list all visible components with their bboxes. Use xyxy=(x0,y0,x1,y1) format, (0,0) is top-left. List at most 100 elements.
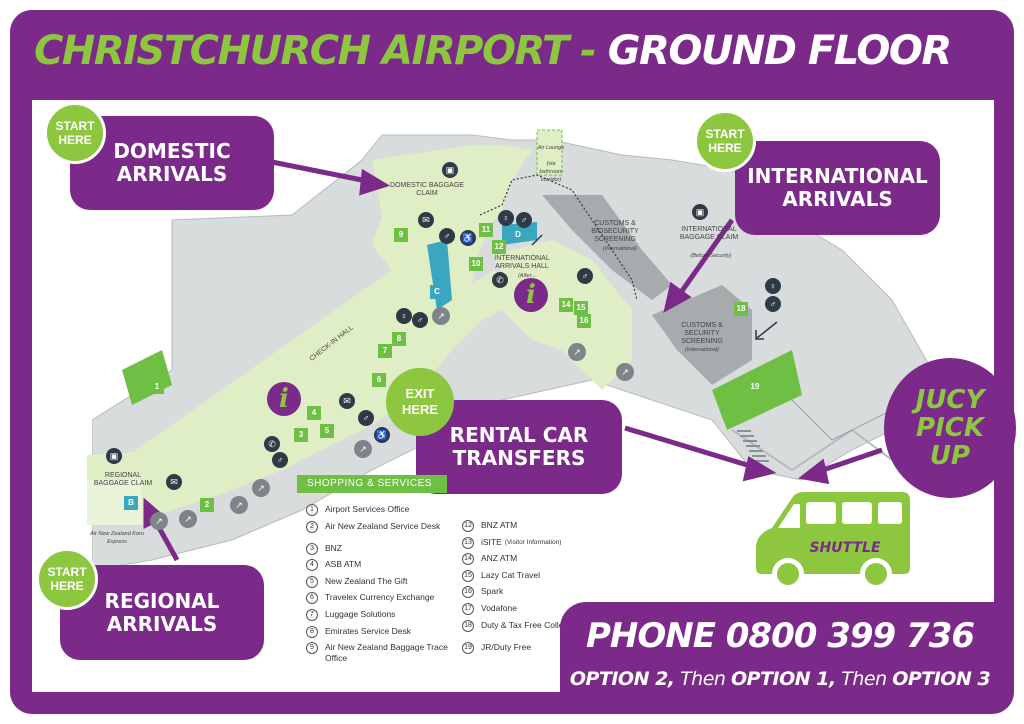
secure-corridor-outline xyxy=(479,174,638,301)
shuttle-label: SHUTTLE xyxy=(809,540,881,556)
label-customs-bio: CUSTOMS & BIOSECURITY SCREENING xyxy=(591,220,639,243)
restroom-icon: ♂ xyxy=(358,410,374,426)
service-label: Emirates Service Desk xyxy=(325,625,411,636)
phone-box: PHONE 0800 399 736 OPTION 2, Then OPTION… xyxy=(560,602,1000,704)
page-title: CHRISTCHURCH AIRPORT - GROUND FLOOR xyxy=(34,28,952,78)
room-number-5: 5 xyxy=(320,424,334,438)
service-label: Duty & Tax Free Collection Point xyxy=(481,619,604,630)
restroom-icon: ♂ xyxy=(765,296,781,312)
exit-line1: EXIT xyxy=(405,386,435,401)
service-label: ANZ ATM xyxy=(481,553,518,564)
service-number: 18 xyxy=(462,619,474,632)
room-number-18: 18 xyxy=(734,302,748,316)
room-number-12: 12 xyxy=(492,240,506,254)
restroom-icon: ♂ xyxy=(412,312,428,328)
exit-icon: ↗ xyxy=(568,343,586,361)
restroom-icon: ♂ xyxy=(439,228,455,244)
baggage-icon: ▣ xyxy=(442,162,458,178)
then-text: Then xyxy=(674,668,731,690)
start-line2: HERE xyxy=(50,579,84,593)
label-air-lounge: Air Lounge xyxy=(537,145,565,151)
exit-here-badge: EXIT HERE xyxy=(386,368,454,436)
domestic-start-badge: START HERE xyxy=(44,102,106,164)
lost-property-icon: ✉ xyxy=(166,474,182,490)
title-floor: GROUND FLOOR xyxy=(607,28,952,74)
baggage-icon: ▣ xyxy=(106,448,122,464)
phone-options: OPTION 2, Then OPTION 1, Then OPTION 3 xyxy=(560,668,1000,690)
rental-line2: TRANSFERS xyxy=(452,446,586,470)
service-number: 14 xyxy=(462,553,474,566)
service-label: BNZ ATM xyxy=(481,520,518,530)
jucy-pickup-badge: JUCY PICK UP xyxy=(884,358,1016,498)
service-number: 8 xyxy=(306,625,318,638)
service-label: iSITE xyxy=(481,536,502,547)
service-number: 15 xyxy=(462,569,474,582)
service-item: 18 Duty & Tax Free Collection Point xyxy=(462,619,612,642)
phone-icon: ✆ xyxy=(492,272,508,288)
service-label: Luggage Solutions xyxy=(325,608,396,619)
wheelchair-icon: ♿ xyxy=(460,230,476,246)
option-first: OPTION 2, xyxy=(569,668,675,690)
room-number-3: 3 xyxy=(294,428,308,442)
start-line1: START xyxy=(47,565,87,579)
service-number: 17 xyxy=(462,602,474,615)
international-start-badge: START HERE xyxy=(694,110,756,172)
exit-icon: ↗ xyxy=(150,512,168,530)
service-number: 2 xyxy=(306,520,318,533)
regional-start-badge: START HERE xyxy=(36,548,98,610)
service-label: Spark xyxy=(481,586,504,597)
regional-line1: REGIONAL xyxy=(104,588,220,613)
services-header: SHOPPING & SERVICES xyxy=(297,475,447,493)
domestic-line2: ARRIVALS xyxy=(116,162,228,186)
teal-area-c xyxy=(427,240,452,310)
start-line2: HERE xyxy=(58,133,92,147)
exit-icon: ↗ xyxy=(354,440,372,458)
domestic-line1: DOMESTIC xyxy=(113,139,231,163)
label-intl-baggage: INTERNATIONAL BAGGAGE CLAIM xyxy=(679,226,739,241)
room-number-10: 10 xyxy=(469,257,483,271)
phone-icon: ✆ xyxy=(264,436,280,452)
title-airport: CHRISTCHURCH AIRPORT - xyxy=(34,28,597,74)
customs-biosecurity-zone xyxy=(542,195,672,300)
service-label: ASB ATM xyxy=(325,559,362,570)
room-number-6: 6 xyxy=(372,373,386,387)
service-label: Air New Zealand Service Desk xyxy=(325,520,441,531)
service-label: Airport Services Office xyxy=(325,504,410,514)
room-number-4: 4 xyxy=(307,406,321,420)
koru-lounge xyxy=(87,480,142,525)
phone-number: PHONE 0800 399 736 xyxy=(585,616,975,656)
label-intl-arrivals-hall: INTERNATIONAL ARRIVALS HALL xyxy=(494,255,550,270)
restroom-icon: ♀ xyxy=(765,278,781,294)
shuttle-icon xyxy=(756,492,910,590)
service-number: 5 xyxy=(306,575,318,588)
room-19 xyxy=(712,350,802,430)
restroom-icon: ♂ xyxy=(516,212,532,228)
service-number: 13 xyxy=(462,536,474,549)
air-lounge xyxy=(536,129,563,176)
lost-property-icon: ✉ xyxy=(339,393,355,409)
room-number-16: 16 xyxy=(577,314,591,328)
room-number-1: 1 xyxy=(150,380,164,394)
label-domestic-baggage: DOMESTIC BAGGAGE CLAIM xyxy=(390,182,464,197)
exit-line2: HERE xyxy=(401,402,439,417)
exit-icon: ↗ xyxy=(252,479,270,497)
service-item: 15 Lazy Cat Travel xyxy=(462,569,612,587)
customs-security-zone xyxy=(652,285,752,385)
room-number-14: 14 xyxy=(559,298,573,312)
service-item: 14 ANZ ATM xyxy=(462,553,612,570)
information-icon: i xyxy=(267,382,301,416)
label-intl-arrivals-hall-sub: (After... xyxy=(518,273,536,279)
baggage-icon: ▣ xyxy=(692,204,708,220)
service-number: 6 xyxy=(306,592,318,605)
service-label: JR/Duty Free xyxy=(481,641,532,652)
service-label: Lazy Cat Travel xyxy=(481,569,541,580)
